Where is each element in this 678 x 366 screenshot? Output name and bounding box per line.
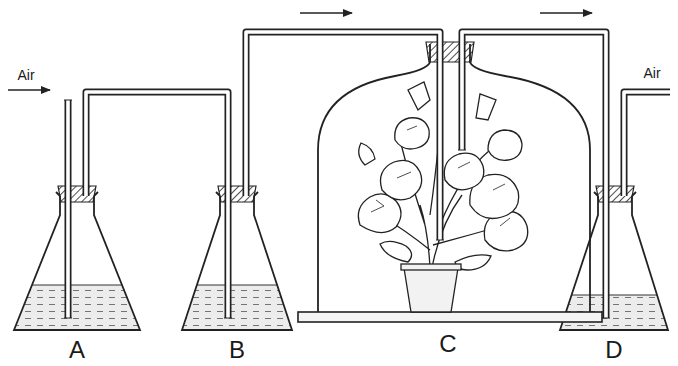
flow-label: Air [17,68,34,82]
part-letter: D [605,338,622,362]
rubber-stopper [58,42,634,202]
part-letter: A [69,338,85,362]
base-plate [298,312,602,322]
flow-arrow [8,13,592,90]
part-letter: C [439,332,456,356]
glass-tube [64,32,671,318]
conical-flask [14,192,668,330]
liquid [14,285,140,330]
flow-label: Air [643,66,660,80]
liquid [182,285,292,330]
bell-jar [318,44,590,312]
part-letter: B [229,338,245,362]
